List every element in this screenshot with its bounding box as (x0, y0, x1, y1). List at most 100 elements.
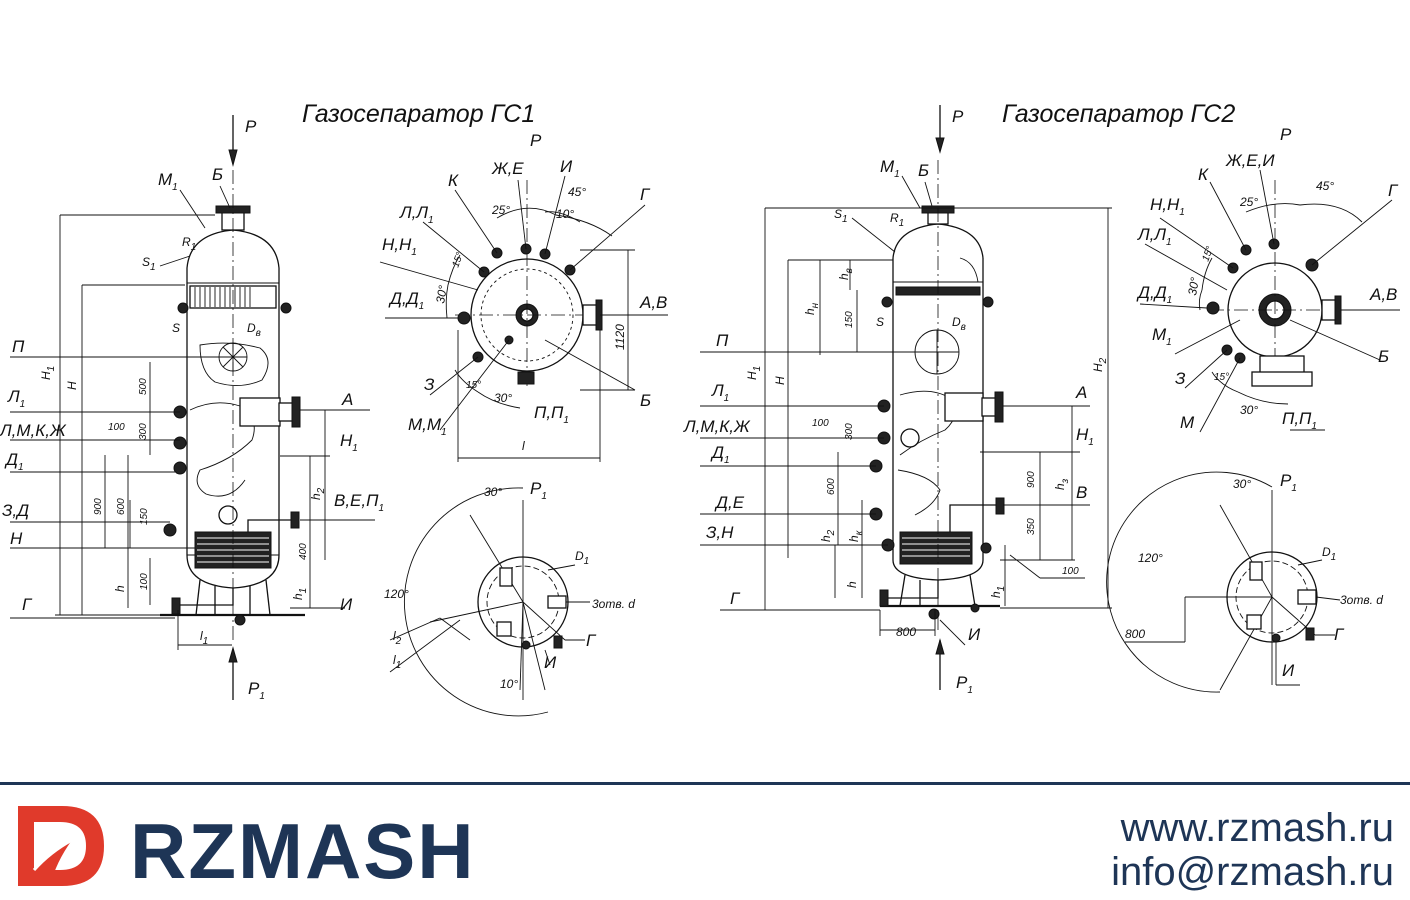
gs1-front-B: Б (212, 165, 223, 184)
gs1-front-h1: h1 (291, 588, 309, 600)
gs1-front-view: P P1 (0, 115, 384, 702)
gs2-front-M1: М1 (880, 157, 900, 180)
gs2-top-M: М (1180, 413, 1195, 432)
gs1-front-D1: Д1 (4, 450, 24, 473)
gs1-front-dim900: 900 (93, 498, 104, 515)
gs2-top-B: Б (1378, 347, 1389, 366)
gs2-front-hn: hн (803, 302, 821, 315)
footer-divider (0, 782, 1410, 785)
gs2-front-hk: hк (847, 529, 865, 542)
gs2-front-B: Б (918, 161, 929, 180)
gs2-front-ZN: З,Н (706, 523, 734, 542)
gs2-top-deg15a: 15° (1200, 245, 1216, 263)
gs2-front-dim900: 900 (1026, 471, 1037, 488)
gs2-top-PP1: П,П1 (1282, 409, 1317, 432)
email-link[interactable]: info@rzmash.ru (1111, 850, 1394, 894)
gs2-front-h1: h1 (989, 586, 1007, 598)
gs2-bottom-deg120: 120° (1138, 551, 1163, 565)
gs2-bottom-D1: D1 (1322, 545, 1336, 563)
gs1-top-NN1: Н,Н1 (382, 235, 417, 258)
gs1-bottom-deg10: 10° (500, 677, 518, 691)
gs1-top-dim1120: 1120 (613, 324, 627, 350)
gs1-front-Dv: Dв (247, 321, 261, 339)
gs2-front-I: И (968, 625, 981, 644)
gs2-front-V: В (1076, 483, 1087, 502)
gs1-top-deg15b: 15° (466, 380, 481, 391)
gs1-bottom-D1: D1 (575, 549, 589, 567)
gs1-front-S: S (172, 321, 180, 335)
gs1-top-ZhE: Ж,Е (491, 159, 524, 178)
gs1-front-A: А (341, 390, 353, 409)
gs1-top-K: К (448, 171, 459, 190)
gs1-front-ZD: З,Д (2, 501, 29, 520)
gs2-front-D1: Д1 (710, 443, 730, 466)
gs2-top-deg15b: 15° (1214, 372, 1229, 383)
rzmash-logo-icon[interactable] (10, 800, 110, 892)
gs1-bottom-P1: P1 (530, 479, 547, 502)
gs1-front-Pi: П (12, 337, 25, 356)
gs2-top-deg25: 25° (1239, 195, 1258, 209)
gs1-top-deg30b: 30° (494, 391, 512, 405)
gs1-top-B: Б (640, 391, 651, 410)
gs1-front-h2: h2 (309, 487, 327, 500)
gs2-front-dim800: 800 (896, 625, 916, 639)
gs1-top-PP1: П,П1 (534, 403, 569, 426)
gs1-front-dim600: 600 (116, 498, 127, 515)
gs1-bottom-view: P1 30° 120° 10° D1 3отв. d Г И l2 l1 (384, 479, 635, 717)
gs1-top-deg10: 10° (556, 207, 574, 221)
gs2-top-P: P (1280, 125, 1292, 144)
gs1-top-P: P (530, 131, 542, 150)
gs2-bottom-deg30: 30° (1233, 477, 1251, 491)
gs1-front-G: Г (22, 595, 33, 614)
gs2-front-A: А (1075, 383, 1087, 402)
gs1-bottom-holes: 3отв. d (592, 597, 635, 611)
gs1-top-deg30a: 30° (433, 284, 450, 304)
gs2-front-h2: h2 (819, 529, 837, 542)
gs2-front-G: Г (730, 589, 741, 608)
gs1-title: Газосепаратор ГС1 (302, 100, 535, 128)
website-link[interactable]: www.rzmash.ru (1120, 806, 1394, 850)
gs1-front-dim150: 150 (139, 508, 150, 525)
gs2-front-dim350: 350 (1026, 518, 1037, 535)
gs1-front-dim400: 400 (298, 543, 309, 560)
brand-name: RZMASH (130, 807, 476, 895)
gs2-front-P: P (952, 107, 964, 126)
gs1-bottom-I: И (544, 653, 557, 672)
gs2-front-L1: Л1 (711, 381, 729, 404)
gs1-top-LL1: Л,Л1 (399, 203, 434, 226)
gs2-top-G: Г (1388, 181, 1399, 200)
gs2-front-S1: S1 (834, 207, 848, 225)
gs1-top-deg45: 45° (568, 185, 586, 199)
gs1-top-G: Г (640, 185, 651, 204)
gs2-top-NN1: Н,Н1 (1150, 195, 1185, 218)
gs2-front-dim100a: 100 (812, 418, 829, 429)
gs2-front-H1: H1 (745, 366, 763, 380)
gs2-front-R1: R1 (890, 211, 904, 229)
gs1-front-h: h (113, 585, 127, 592)
contacts: www.rzmash.ru info@rzmash.ru (1111, 806, 1394, 894)
gs2-front-H: H (773, 376, 787, 385)
gs2-front-H2: H2 (1091, 357, 1109, 372)
gs1-front-N: Н (10, 529, 23, 548)
gs1-top-deg25: 25° (491, 203, 510, 217)
gs2-bottom-I: И (1282, 661, 1295, 680)
gs2-bottom-dim800: 800 (1125, 627, 1145, 641)
gs1-top-DD1: Д,Д1 (388, 289, 424, 312)
gs1-front-M1: М1 (158, 170, 178, 193)
gs2-top-deg45: 45° (1316, 179, 1334, 193)
gs2-front-dim100b: 100 (1062, 566, 1079, 577)
gs1-top-AV: А,В (639, 293, 667, 312)
gs2-front-hv: hв (837, 268, 855, 280)
gs2-front-P1: P1 (956, 673, 973, 696)
gs1-top-Z: З (424, 375, 435, 394)
gs1-front-S1: S1 (142, 255, 156, 273)
gs1-top-MM1: М,М1 (408, 415, 447, 438)
gs2-top-M1: М1 (1152, 325, 1172, 348)
gs2-front-view: P P1 (683, 105, 1112, 696)
gs2-front-S: S (876, 315, 884, 329)
gs2-front-hz: hз (1053, 478, 1071, 490)
gs2-bottom-P1: P1 (1280, 471, 1297, 494)
gs1-bottom-deg120: 120° (384, 587, 409, 601)
gs1-front-l1: l1 (200, 629, 208, 647)
gs2-bottom-view: P1 30° 120° 800 D1 3отв. d Г И (1106, 471, 1383, 693)
